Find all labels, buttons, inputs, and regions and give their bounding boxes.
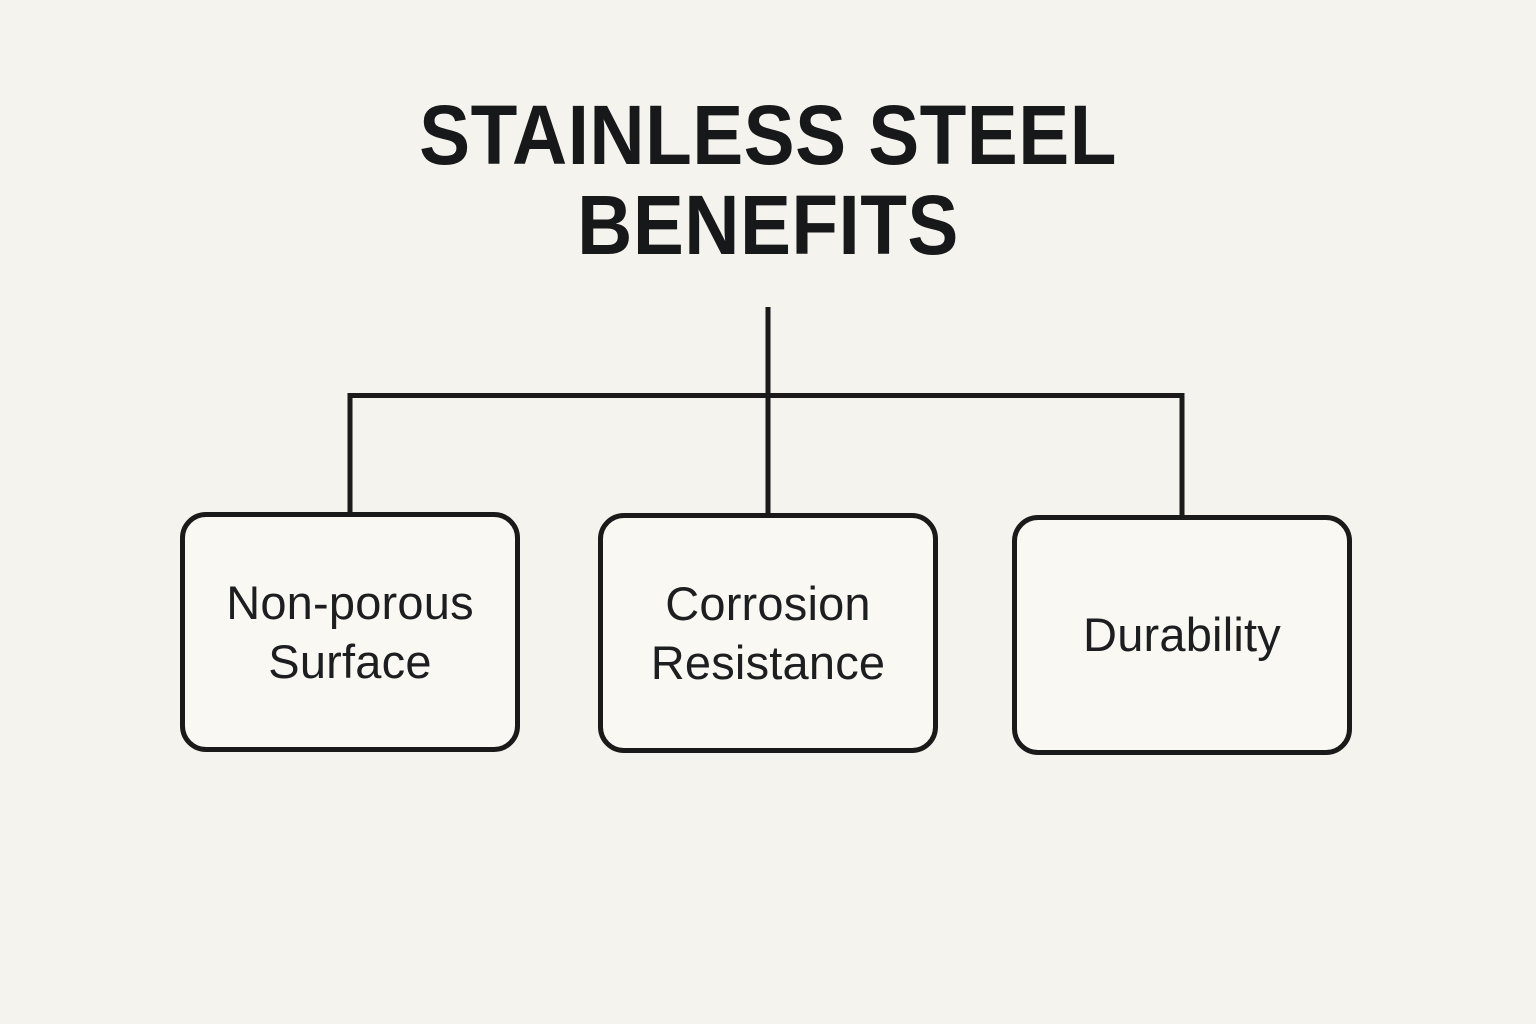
connector-branch-line: [347, 393, 1185, 517]
node-label: Non-porous Surface: [226, 575, 474, 688]
node-corrosion-resistance: Corrosion Resistance: [598, 513, 938, 753]
node-label: Durability: [1083, 608, 1281, 662]
node-label: Corrosion Resistance: [650, 576, 886, 689]
node-non-porous-surface: Non-porous Surface: [180, 512, 520, 752]
diagram-title: STAINLESS STEEL BENEFITS: [419, 88, 1117, 272]
node-durability: Durability: [1012, 515, 1352, 755]
